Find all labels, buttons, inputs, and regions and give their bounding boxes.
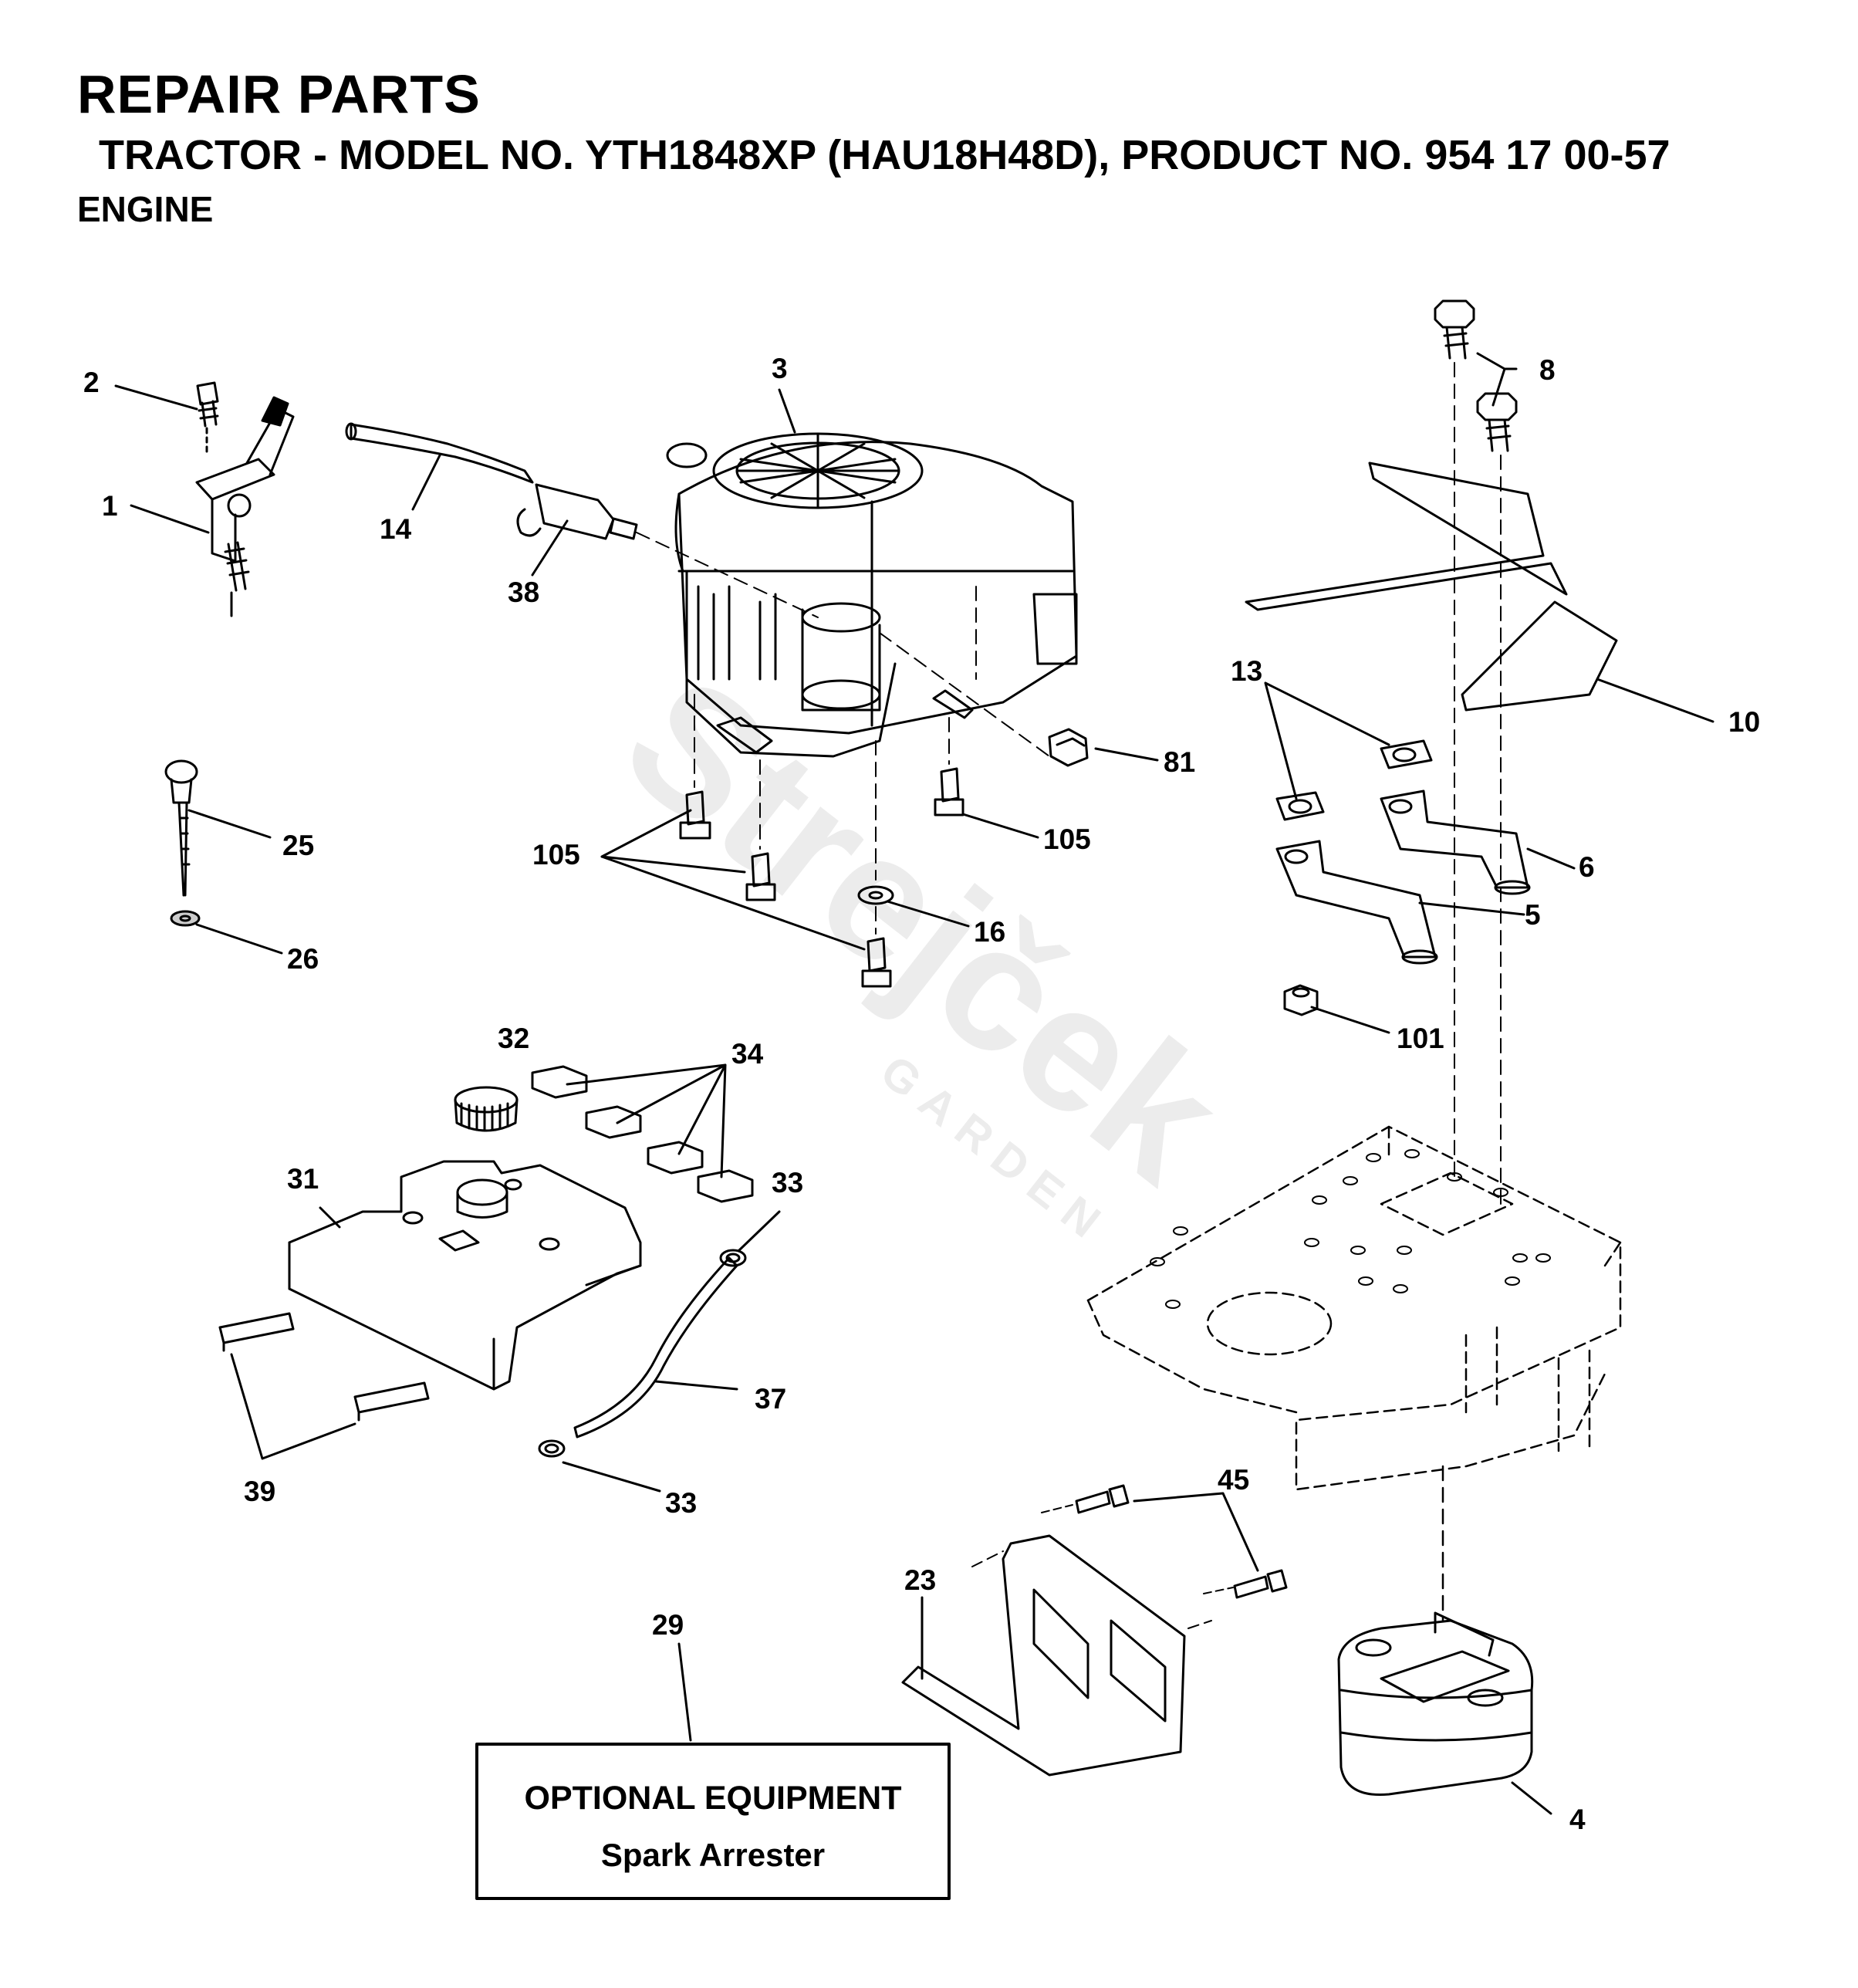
part-exhaust-pipe-6 [1380,789,1531,895]
part-screws-45 [1041,1484,1288,1599]
page-title: REPAIR PARTS [77,64,481,124]
part-pads-39 [218,1312,430,1422]
callout-14: 14 [380,513,412,545]
part-fuel-cap-32 [454,1086,519,1132]
callout-26: 26 [287,943,319,975]
callout-1: 1 [102,490,118,522]
callout-33-upper: 33 [772,1167,803,1199]
callout-101: 101 [1397,1023,1444,1054]
leader-lines [114,352,1714,1815]
part-fuel-valve-38 [516,483,819,618]
frame-holes [1150,1149,1551,1309]
callout-45: 45 [1218,1464,1249,1496]
part-engine-3 [666,432,1078,758]
callout-2: 2 [83,367,100,398]
model-subtitle: TRACTOR - MODEL NO. YTH1848XP (HAU18H48D… [99,132,1671,178]
callout-6: 6 [1579,851,1595,883]
section-title: ENGINE [77,189,214,229]
part-heat-shield-10 [1245,462,1618,712]
part-screw-2 [196,381,219,453]
part-clamp-33 [538,1249,747,1458]
callout-39: 39 [244,1476,275,1507]
part-gaskets-13 [1275,739,1433,821]
part-fuel-line-14 [345,422,534,484]
part-nut-101 [1283,984,1319,1016]
part-fuel-tank-31 [288,1160,642,1391]
callout-31: 31 [287,1163,319,1195]
callout-16: 16 [974,916,1005,948]
callout-29: 29 [652,1609,684,1641]
callout-105-right: 105 [1043,823,1091,855]
optional-equipment-title: OPTIONAL EQUIPMENT [525,1780,902,1817]
part-bolts-8 [1434,299,1518,1205]
callout-23: 23 [904,1564,936,1596]
callout-33-lower: 33 [665,1487,697,1519]
optional-equipment-item: Spark Arrester [601,1837,825,1873]
callout-105-left: 105 [532,839,580,871]
part-dipstick-25 [164,759,198,897]
callout-3: 3 [772,353,788,384]
part-washer-26 [170,910,201,927]
callout-10: 10 [1728,706,1760,738]
callout-4: 4 [1569,1804,1586,1835]
frame-mounting-plate [1086,1125,1622,1622]
callout-5: 5 [1525,899,1541,931]
part-lockwasher-16 [857,885,894,935]
part-bolt-105 [679,767,964,988]
optional-equipment-box [475,1743,951,1900]
part-nut-81 [1048,728,1089,767]
part-throttle-bracket-1 [195,396,295,617]
watermark: Strejček GARDEN [590,637,1257,1255]
part-bracket-23 [901,1534,1212,1777]
callout-34: 34 [731,1038,764,1070]
part-pads-34 [531,1065,754,1203]
part-muffler-4 [1337,1611,1534,1797]
callout-38: 38 [508,576,539,608]
callout-32: 32 [498,1023,529,1054]
callout-25: 25 [282,830,314,861]
part-fuel-line-37 [573,1256,738,1439]
callout-8: 8 [1539,354,1556,386]
callout-81: 81 [1164,746,1195,778]
callout-13: 13 [1231,655,1262,687]
callout-37: 37 [755,1383,786,1415]
part-exhaust-pipe-5 [1275,840,1438,965]
